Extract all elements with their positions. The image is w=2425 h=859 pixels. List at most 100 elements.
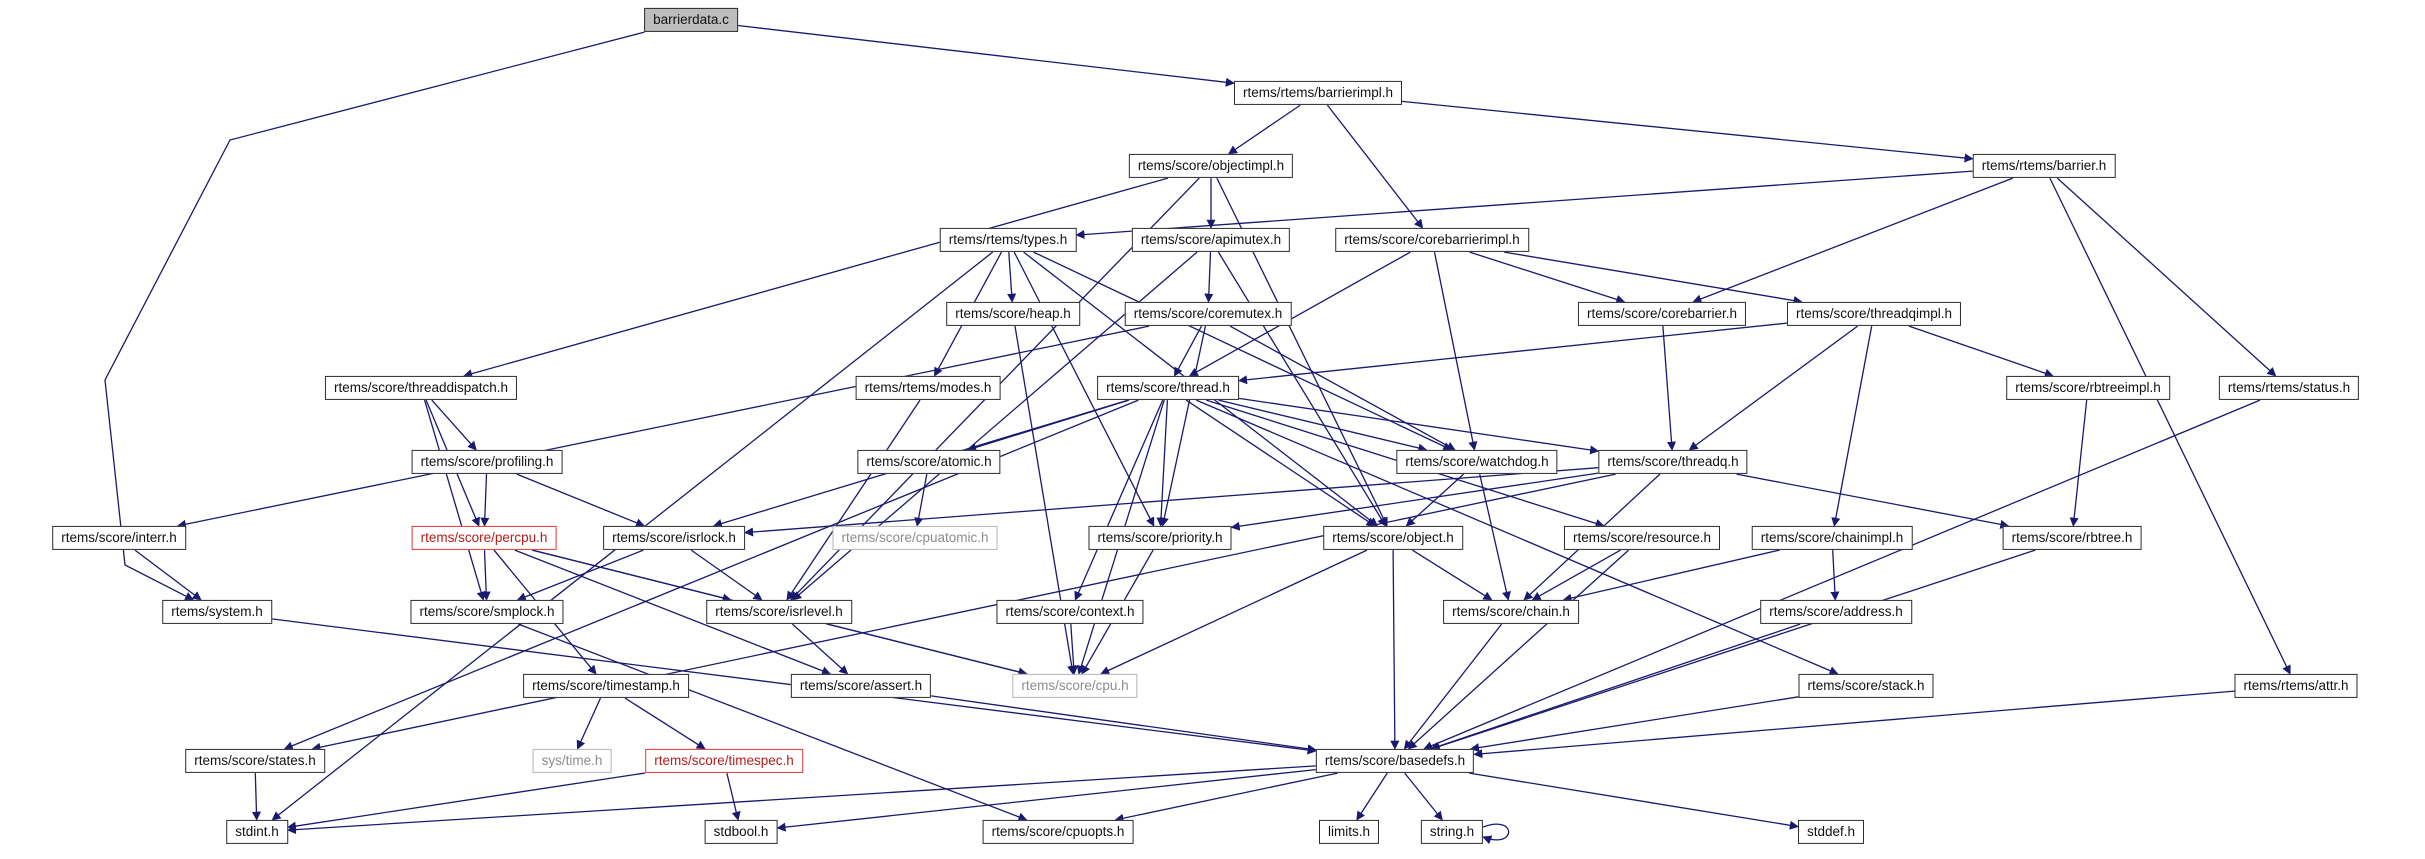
node-barrier-h[interactable]: rtems/rtems/barrier.h (1972, 153, 2116, 179)
node-cpu-h: rtems/score/cpu.h (1012, 673, 1138, 699)
edge-threaddispatch-h-to-profiling-h (431, 399, 477, 451)
node-apimutex-h[interactable]: rtems/score/apimutex.h (1131, 227, 1291, 253)
edge-atomic-h-to-cpuatomic-h (914, 473, 928, 527)
node-types-h[interactable]: rtems/rtems/types.h (939, 227, 1077, 253)
node-interr-h[interactable]: rtems/score/interr.h (52, 525, 186, 551)
edge-interr-h-to-system-h (134, 549, 202, 601)
node-timespec-h[interactable]: rtems/score/timespec.h (645, 748, 803, 774)
node-sys-time-h: sys/time.h (532, 748, 612, 774)
edge-stack-h-to-basedefs-h (1470, 696, 1799, 753)
node-states-h[interactable]: rtems/score/states.h (185, 748, 325, 774)
node-thread-h[interactable]: rtems/score/thread.h (1097, 375, 1239, 401)
edge-attr-h-to-basedefs-h (1473, 690, 2235, 759)
edge-status-h-to-basedefs-h (1423, 399, 2261, 750)
edge-barrier-h-to-types-h (1075, 170, 1973, 240)
node-objectimpl-h[interactable]: rtems/score/objectimpl.h (1128, 153, 1294, 179)
edge-string-h-to-string-h (1482, 823, 1510, 845)
node-address-h[interactable]: rtems/score/address.h (1760, 599, 1912, 625)
edge-threadqimpl-h-to-chainimpl-h (1831, 325, 1873, 527)
node-attr-h[interactable]: rtems/rtems/attr.h (2234, 673, 2358, 699)
edge-thread-h-to-context-h (1074, 399, 1164, 601)
node-system-h[interactable]: rtems/system.h (162, 599, 272, 625)
edge-corebarrierimpl-h-to-threadqimpl-h (1504, 251, 1803, 306)
edge-barrier-h-to-attr-h (2049, 177, 2291, 675)
edge-percpu-h-to-smplock-h (481, 550, 491, 601)
edge-address-h-to-basedefs-h (1429, 623, 1801, 751)
edge-timestamp-h-to-timespec-h (624, 697, 706, 750)
node-status-h[interactable]: rtems/rtems/status.h (2218, 375, 2360, 401)
edge-thread-h-to-threadq-h (1238, 397, 1600, 455)
node-timestamp-h[interactable]: rtems/score/timestamp.h (523, 673, 689, 699)
node-threadq-h[interactable]: rtems/score/threadq.h (1598, 449, 1748, 475)
edge-corebarrierimpl-h-to-thread-h (1188, 251, 1411, 377)
edge-thread-h-to-object-h (1185, 399, 1376, 527)
edge-coremutex-h-to-thread-h (1173, 325, 1203, 377)
node-cpuopts-h: rtems/score/cpuopts.h (982, 819, 1134, 845)
edge-isrlevel-h-to-assert-h (791, 623, 849, 675)
edge-timespec-h-to-stdint-h (286, 772, 646, 831)
node-coremutex-h[interactable]: rtems/score/coremutex.h (1124, 301, 1292, 327)
node-chainimpl-h[interactable]: rtems/score/chainimpl.h (1751, 525, 1913, 551)
edge-threaddispatch-h-to-smplock-h (423, 399, 486, 601)
edge-basedefs-h-to-cpuopts-h (1114, 772, 1338, 823)
edge-threadq-h-to-states-h (311, 473, 1616, 752)
edge-profiling-h-to-isrlock-h (516, 473, 646, 528)
node-rbtreeimpl-h[interactable]: rtems/score/rbtreeimpl.h (2006, 375, 2170, 401)
node-atomic-h[interactable]: rtems/score/atomic.h (857, 449, 1001, 475)
edge-watchdog-h-to-chain-h (1479, 473, 1511, 601)
edge-basedefs-h-to-limits-h (1356, 772, 1388, 821)
node-watchdog-h[interactable]: rtems/score/watchdog.h (1396, 449, 1558, 475)
node-threaddispatch-h[interactable]: rtems/score/threaddispatch.h (324, 375, 518, 401)
edge-isrlevel-h-to-cpu-h (827, 623, 1028, 677)
edge-object-h-to-cpu-h (1100, 549, 1368, 675)
node-isrlock-h[interactable]: rtems/score/isrlock.h (603, 525, 745, 551)
edge-threadqimpl-h-to-rbtreeimpl-h (1908, 325, 2054, 378)
node-limits-h: limits.h (1318, 819, 1380, 845)
edge-threadqimpl-h-to-threadq-h (1688, 325, 1858, 451)
edge-barrierdata-c-to-barrierimpl-h (737, 24, 1235, 87)
node-basedefs-h[interactable]: rtems/score/basedefs.h (1315, 748, 1475, 774)
edge-types-h-to-heap-h (1007, 252, 1017, 303)
node-priority-h[interactable]: rtems/score/priority.h (1088, 525, 1232, 551)
node-barrierimpl-h[interactable]: rtems/rtems/barrierimpl.h (1233, 80, 1403, 106)
edge-timestamp-h-to-sys-time-h (576, 697, 602, 750)
edge-basedefs-h-to-stdint-h (286, 765, 1316, 835)
node-context-h[interactable]: rtems/score/context.h (996, 599, 1144, 625)
node-stack-h[interactable]: rtems/score/stack.h (1798, 673, 1934, 699)
node-isrlevel-h[interactable]: rtems/score/isrlevel.h (706, 599, 852, 625)
edge-thread-h-to-priority-h (1156, 400, 1169, 527)
edge-resource-h-to-basedefs-h (1407, 549, 1630, 750)
node-heap-h[interactable]: rtems/score/heap.h (946, 301, 1080, 327)
edge-rbtreeimpl-h-to-rbtree-h (2069, 400, 2088, 527)
edge-object-h-to-basedefs-h (1390, 550, 1400, 750)
edge-chain-h-to-basedefs-h (1403, 623, 1503, 750)
node-resource-h[interactable]: rtems/score/resource.h (1563, 525, 1721, 551)
node-chain-h[interactable]: rtems/score/chain.h (1443, 599, 1579, 625)
edge-chainimpl-h-to-chain-h (1562, 549, 1780, 603)
edge-object-h-to-chain-h (1411, 549, 1493, 601)
edge-threadq-h-to-priority-h (1230, 472, 1599, 531)
node-assert-h[interactable]: rtems/score/assert.h (790, 673, 932, 699)
edge-threadq-h-to-rbtree-h (1736, 473, 2010, 529)
edge-threadq-h-to-isrlock-h (743, 467, 1599, 537)
node-modes-h[interactable]: rtems/rtems/modes.h (855, 375, 1001, 401)
edge-thread-h-to-stack-h (1196, 399, 1839, 675)
node-smplock-h[interactable]: rtems/score/smplock.h (410, 599, 564, 625)
node-rbtree-h[interactable]: rtems/score/rbtree.h (2002, 525, 2142, 551)
node-corebarrier-h[interactable]: rtems/score/corebarrier.h (1577, 301, 1747, 327)
node-object-h[interactable]: rtems/score/object.h (1323, 525, 1463, 551)
edge-barrierdata-c-to-system-h (104, 31, 645, 601)
edge-threadqimpl-h-to-thread-h (1237, 322, 1788, 385)
node-percpu-h[interactable]: rtems/score/percpu.h (411, 525, 557, 551)
node-profiling-h[interactable]: rtems/score/profiling.h (411, 449, 563, 475)
node-cpuatomic-h: rtems/score/cpuatomic.h (832, 525, 998, 551)
edge-smplock-h-to-cpuopts-h (518, 623, 1028, 822)
node-corebarrierimpl-h[interactable]: rtems/score/corebarrierimpl.h (1335, 227, 1529, 253)
edge-corebarrierimpl-h-to-watchdog-h (1433, 251, 1478, 451)
edge-watchdog-h-to-object-h (1405, 473, 1465, 527)
node-threadqimpl-h[interactable]: rtems/score/threadqimpl.h (1786, 301, 1962, 327)
edge-barrier-h-to-corebarrier-h (1692, 177, 2014, 304)
edge-coremutex-h-to-interr-h (176, 325, 1150, 529)
